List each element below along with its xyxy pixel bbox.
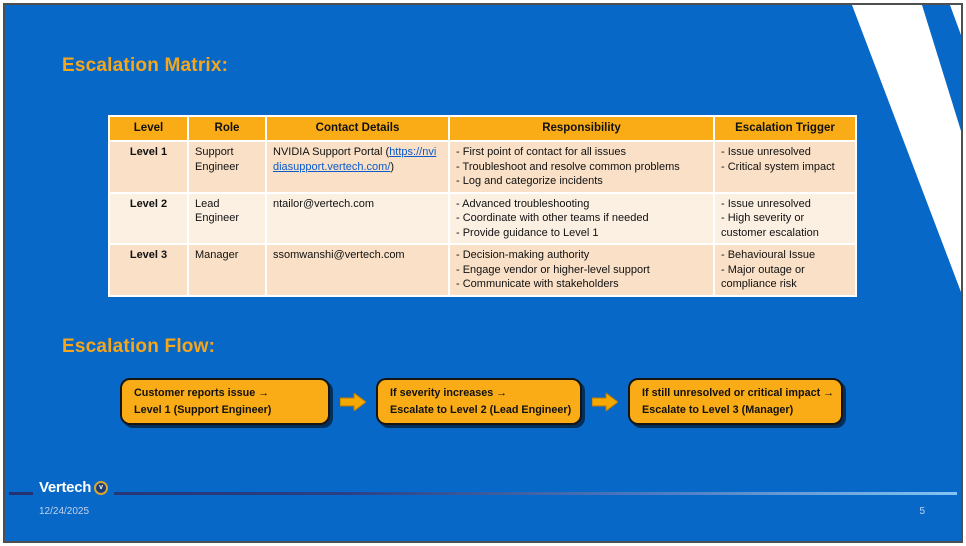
flow-step-3: If still unresolved or critical impact →… bbox=[628, 378, 843, 425]
responsibility-cell: - Advanced troubleshooting - Coordinate … bbox=[448, 191, 715, 246]
contact-cell: NVIDIA Support Portal (https://nvidiasup… bbox=[265, 140, 450, 194]
flow-step-line: Escalate to Level 2 (Lead Engineer) bbox=[390, 403, 572, 416]
table-row: Level 3 Manager ssomwanshi@vertech.com -… bbox=[108, 243, 857, 297]
vertech-badge-icon: v bbox=[94, 480, 109, 495]
escalation-matrix-title: Escalation Matrix: bbox=[62, 55, 229, 76]
footer-divider-line bbox=[9, 492, 957, 495]
escalation-flow-diagram: Customer reports issue → Level 1 (Suppor… bbox=[120, 378, 843, 425]
responsibility-item: - Decision-making authority bbox=[456, 249, 590, 262]
flow-step-line: Level 1 (Support Engineer) bbox=[134, 403, 272, 416]
role-cell: Manager bbox=[187, 243, 267, 297]
vertech-logo-text: Vertech bbox=[39, 479, 92, 496]
responsibility-item: - Communicate with stakeholders bbox=[456, 278, 619, 291]
slide-page-number: 5 bbox=[919, 506, 925, 517]
responsibility-item: - Engage vendor or higher-level support bbox=[456, 263, 650, 276]
trigger-item: - Issue unresolved bbox=[721, 197, 811, 210]
column-header-responsibility: Responsibility bbox=[448, 114, 715, 143]
flow-step-line: If severity increases → bbox=[390, 387, 508, 400]
responsibility-cell: - First point of contact for all issues … bbox=[448, 140, 715, 194]
swoosh-corner-shape bbox=[950, 5, 961, 35]
contact-cell: ntailor@vertech.com bbox=[265, 191, 450, 246]
swoosh-band-shape bbox=[852, 5, 961, 292]
responsibility-item: - First point of contact for all issues bbox=[456, 146, 626, 159]
link-paren-close: ) bbox=[390, 160, 395, 173]
flow-arrow-icon bbox=[340, 392, 366, 411]
responsibility-item: - Provide guidance to Level 1 bbox=[456, 226, 599, 239]
contact-cell: ssomwanshi@vertech.com bbox=[265, 243, 450, 297]
trigger-item: - Issue unresolved bbox=[721, 146, 811, 159]
responsibility-item: - Advanced troubleshooting bbox=[456, 197, 590, 210]
responsibility-cell: - Decision-making authority - Engage ven… bbox=[448, 243, 715, 297]
role-cell: Lead Engineer bbox=[187, 191, 267, 246]
trigger-cell: - Issue unresolved - Critical system imp… bbox=[713, 140, 857, 194]
slide-date: 12/24/2025 bbox=[39, 506, 90, 517]
flow-step-2: If severity increases → Escalate to Leve… bbox=[376, 378, 582, 425]
column-header-level: Level bbox=[108, 114, 189, 143]
trigger-item: - Major outage or compliance risk bbox=[721, 263, 805, 291]
trigger-cell: - Issue unresolved - High severity or cu… bbox=[713, 191, 857, 246]
contact-portal-label: NVIDIA Support Portal bbox=[273, 146, 383, 159]
flow-step-line: Escalate to Level 3 (Manager) bbox=[642, 403, 794, 416]
slide-canvas: Escalation Matrix: Level Role Contact De… bbox=[3, 3, 963, 543]
trigger-cell: - Behavioural Issue - Major outage or co… bbox=[713, 243, 857, 297]
column-header-trigger: Escalation Trigger bbox=[713, 114, 857, 143]
escalation-matrix-table: Level Role Contact Details Responsibilit… bbox=[108, 114, 857, 297]
trigger-item: - Behavioural Issue bbox=[721, 249, 816, 262]
level-cell: Level 2 bbox=[108, 191, 189, 246]
responsibility-item: - Coordinate with other teams if needed bbox=[456, 212, 649, 225]
flow-step-line: Customer reports issue → bbox=[134, 387, 269, 400]
role-cell: Support Engineer bbox=[187, 140, 267, 194]
level-cell: Level 1 bbox=[108, 140, 189, 194]
flow-step-line: If still unresolved or critical impact → bbox=[642, 387, 834, 400]
escalation-flow-title: Escalation Flow: bbox=[62, 336, 216, 357]
vertech-logo: Vertech v bbox=[33, 479, 115, 496]
trigger-item: - High severity or customer escalation bbox=[721, 212, 819, 239]
responsibility-item: - Troubleshoot and resolve common proble… bbox=[456, 160, 680, 173]
column-header-role: Role bbox=[187, 114, 267, 143]
table-row: Level 1 Support Engineer NVIDIA Support … bbox=[108, 140, 857, 194]
flow-arrow-icon bbox=[592, 392, 618, 411]
responsibility-item: - Log and categorize incidents bbox=[456, 175, 603, 188]
table-header-row: Level Role Contact Details Responsibilit… bbox=[108, 114, 857, 143]
table-row: Level 2 Lead Engineer ntailor@vertech.co… bbox=[108, 191, 857, 246]
flow-step-1: Customer reports issue → Level 1 (Suppor… bbox=[120, 378, 330, 425]
link-paren-open: ( bbox=[385, 146, 390, 159]
trigger-item: - Critical system impact bbox=[721, 160, 835, 173]
support-portal-link[interactable]: https://nvidiasupport.vertech.com/ bbox=[273, 146, 437, 173]
column-header-contact: Contact Details bbox=[265, 114, 450, 143]
level-cell: Level 3 bbox=[108, 243, 189, 297]
